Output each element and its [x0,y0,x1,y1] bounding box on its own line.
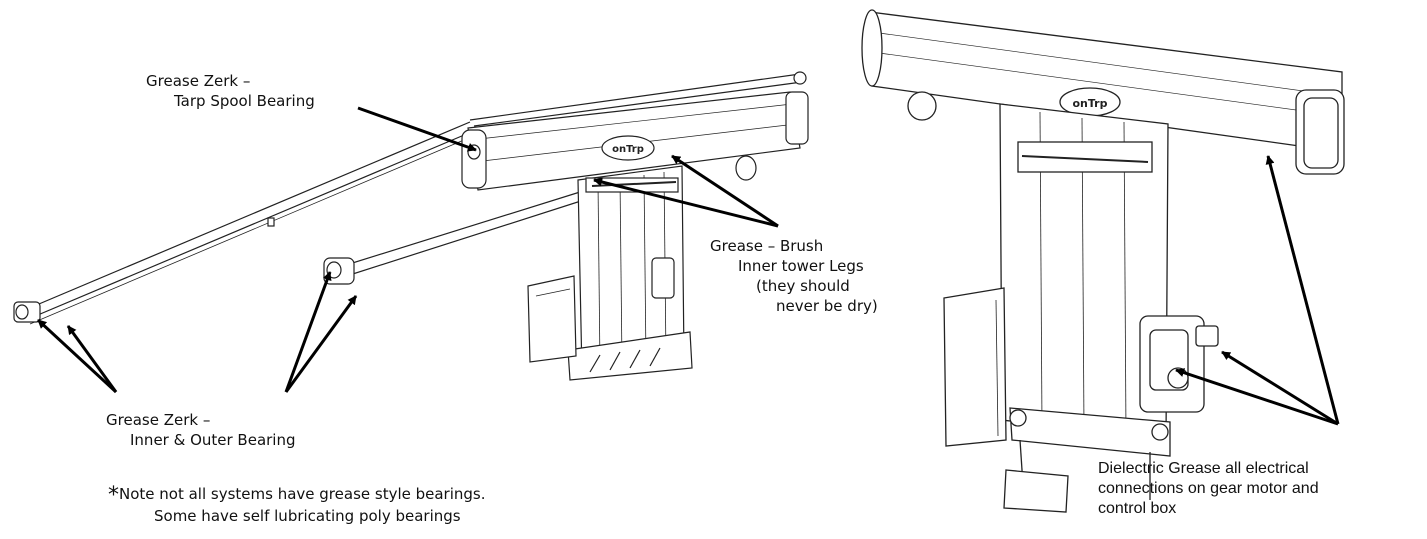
arrow-spool-bearing [357,106,477,152]
right-tower [943,103,1219,513]
arrow-dielectric-1 [1265,155,1340,425]
left-assembly: onTrp [13,71,809,381]
arrow-dielectric-3 [1175,368,1339,426]
arrow-brush-2 [671,154,779,228]
arrow-bearing-left-2 [66,325,118,393]
label-brush: Grease – Brush Inner tower Legs (they sh… [710,237,878,315]
short-arm [323,191,585,285]
label-note: *Note not all systems have grease style … [108,483,486,526]
right-logo-text: onTrp [1073,97,1108,110]
arrow-brush-1 [593,177,779,228]
tarp-spool [469,71,807,127]
arrow-bearing-right-1 [284,271,332,393]
right-spool-housing: onTrp [861,9,1345,175]
pointer-arrows [36,106,1340,426]
arrow-bearing-right-2 [284,295,358,393]
label-zerk-bearing: Grease Zerk – Inner & Outer Bearing [106,411,296,449]
long-arm [13,121,479,325]
label-zerk-spool: Grease Zerk – Tarp Spool Bearing [146,72,315,110]
left-tower [527,165,693,381]
arrow-dielectric-2 [1221,350,1339,426]
arrow-bearing-left-1 [36,318,118,394]
right-assembly: onTrp [861,9,1345,513]
left-logo-text: onTrp [612,144,644,155]
note-asterisk: * [108,483,119,508]
label-dielectric: Dielectric Grease all electrical connect… [1098,460,1319,517]
